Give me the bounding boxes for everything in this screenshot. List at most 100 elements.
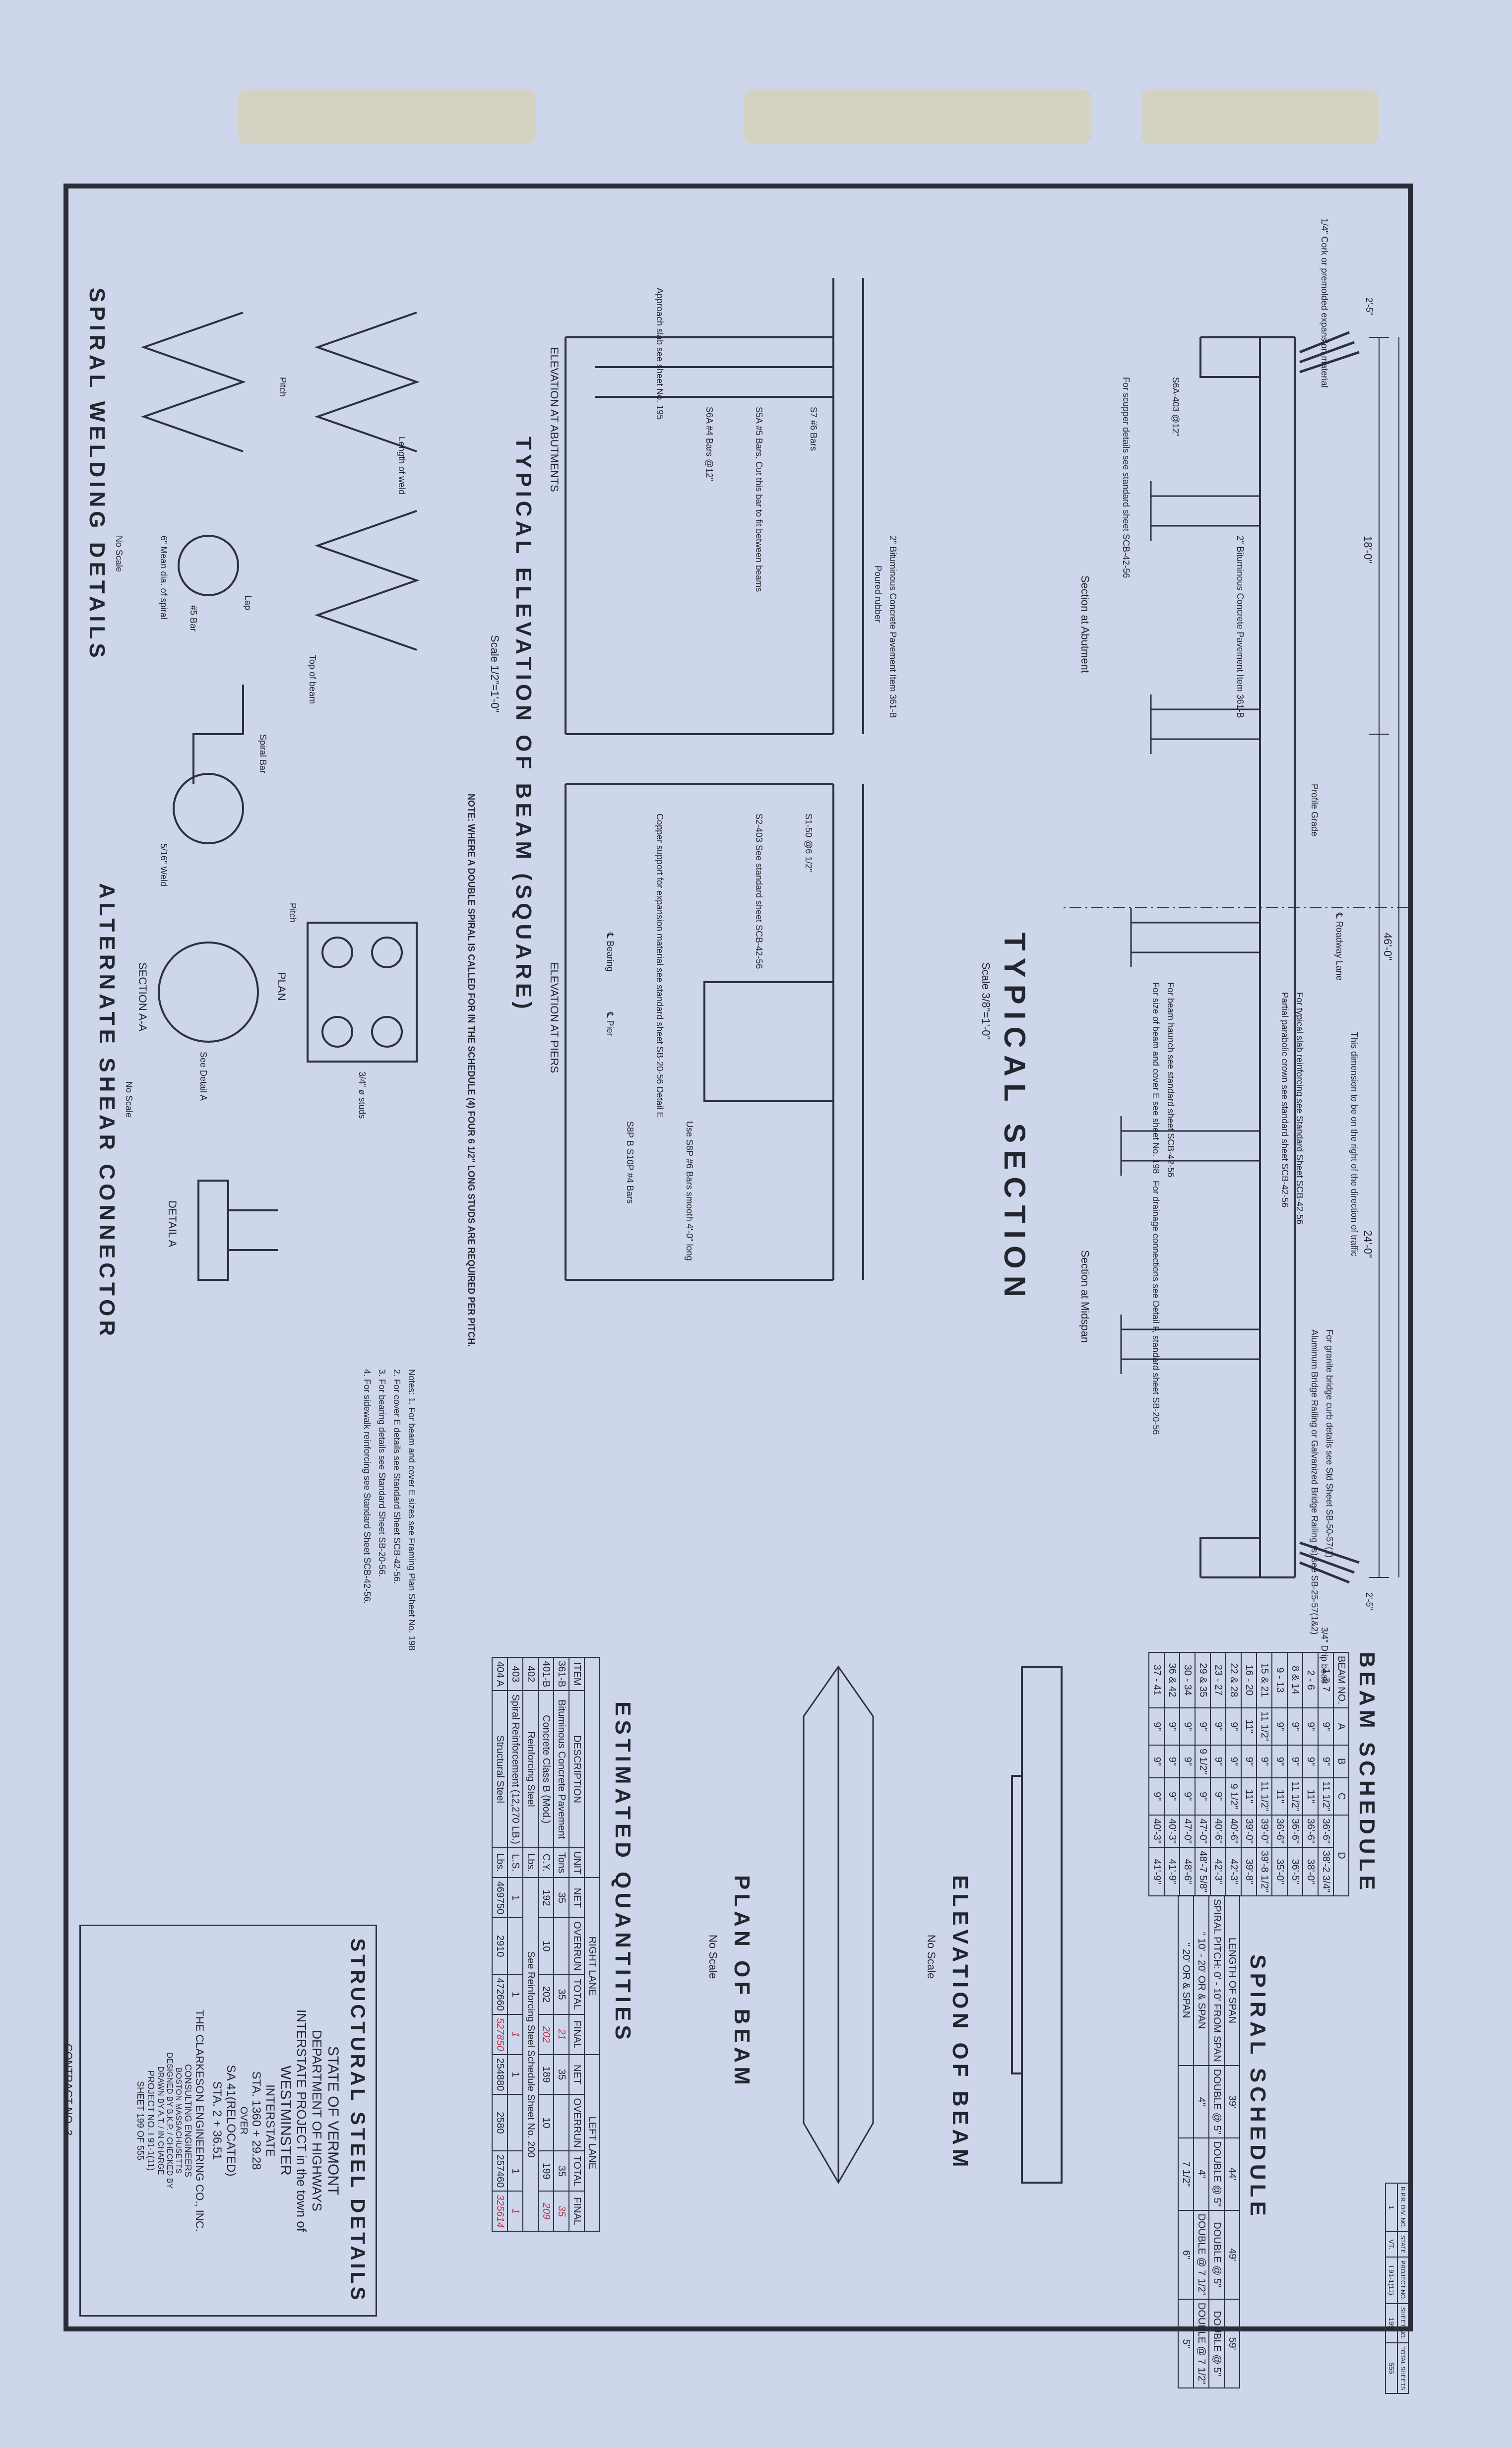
spiral-schedule-header: LENGTH OF SPAN (1224, 1895, 1240, 2066)
cell: 9 1/2" (1195, 1745, 1210, 1778)
cell: 40'-3" (1164, 1815, 1180, 1847)
cell: 11 1/2" (1287, 1777, 1303, 1815)
cell: 35 (554, 2191, 569, 2231)
cell: 9" (1149, 1777, 1164, 1815)
cell: 36'-6" (1303, 1815, 1318, 1847)
beam-schedule-header: BEAM NO. (1333, 1652, 1349, 1708)
cell: 9" (1195, 1707, 1210, 1746)
cell: I 91-1(11) (1386, 2257, 1397, 2304)
title-block-department: DEPARTMENT OF HIGHWAYS (310, 2030, 324, 2211)
spiral-welding-drawing (140, 312, 420, 844)
title-block-sheet: SHEET 199 OF 555 (135, 2081, 145, 2160)
cell: 4" (1194, 2137, 1209, 2210)
elev-abutments-label: ELEVATION AT ABUTMENTS (548, 347, 561, 492)
cell: 401-B (538, 1657, 554, 1691)
cell: 36'-6" (1318, 1815, 1333, 1847)
spiral-welding-title: SPIRAL WELDING DETAILS (85, 288, 109, 662)
cell: 15 & 21 (1257, 1652, 1272, 1708)
cell: 21 (554, 2014, 569, 2055)
section-callout: 2" Bituminous Concrete Pavement Item 361… (1235, 536, 1245, 718)
elevation-callout: ℄ Pier (605, 1012, 615, 1036)
group-header: RIGHT LANE (584, 1878, 600, 2055)
eq-header: FINAL (569, 2191, 584, 2231)
title-block-title: STRUCTURAL STEEL DETAILS (347, 1938, 369, 2303)
section-callout: For scupper details see standard sheet S… (1121, 377, 1131, 578)
cell: 36'-6" (1272, 1815, 1287, 1847)
elevation-callout: S7 #6 Bars (809, 407, 819, 451)
elevation-callout: 2" Bituminous Concrete Pavement Item 361… (888, 536, 898, 718)
cell: 7 1/2" (1178, 2137, 1194, 2210)
cell: DOUBLE @ 5" (1209, 2299, 1224, 2388)
cell: 202 (538, 2014, 554, 2055)
deck-slab (1199, 336, 1296, 1578)
elevation-callout: S2-403 See standard sheet SCB-42-56 (754, 814, 764, 969)
elevation-abutment (565, 278, 864, 735)
cell: 30 - 34 (1180, 1652, 1195, 1708)
roadway-lane-label: ℄ Roadway Lane (1334, 913, 1344, 981)
cell: 9" (1210, 1777, 1226, 1815)
spiral-schedule-header: 39' (1224, 2065, 1240, 2138)
cell: 39'-8 1/2" (1257, 1847, 1272, 1896)
cell: 36'-6" (1287, 1815, 1303, 1847)
title-block-over: OVER (238, 2106, 249, 2135)
section-midspan-label: Section at Midspan (1079, 1250, 1091, 1343)
cell: See Reinforcing Steel Schedule Sheet No.… (523, 1878, 538, 2231)
cell: 199 (538, 2151, 554, 2192)
cell: Structural Steel (492, 1691, 507, 1848)
welding-callout: See Detail A (198, 1052, 208, 1101)
cell: 11" (1272, 1777, 1287, 1815)
cell: 2910 (492, 1918, 507, 1975)
title-block: STRUCTURAL STEEL DETAILS STATE OF VERMON… (79, 1925, 377, 2317)
cell: 199 (1386, 2304, 1397, 2343)
plan-of-beam-scale: No Scale (707, 1935, 719, 1979)
cell: DOUBLE @ 5" (1209, 2210, 1224, 2299)
estimated-quantities-title: ESTIMATED QUANTITIES (611, 1701, 635, 2044)
welding-callout: 3/4" ø studs (357, 1071, 367, 1119)
cell: 9" (1210, 1745, 1226, 1778)
cell (507, 1918, 523, 1975)
cell: 404 A (492, 1657, 507, 1691)
spiral-welding-scale: No Scale (114, 536, 124, 572)
cell: 42'-3" (1210, 1847, 1226, 1896)
general-note: 2. For cover E details see Standard Shee… (392, 1369, 402, 1584)
cell: 11" (1241, 1777, 1257, 1815)
cell: Reinforcing Steel (523, 1691, 538, 1848)
linework (140, 278, 1409, 2184)
cell: 41'-9" (1149, 1847, 1164, 1896)
cell: 47'-0" (1195, 1815, 1210, 1847)
cell: 6" (1178, 2210, 1194, 2299)
cell: 9" (1164, 1707, 1180, 1746)
eq-header: DESCRIPTION (569, 1691, 584, 1848)
spiral-schedule-header: 44' (1224, 2137, 1240, 2210)
cell: 2580 (492, 2094, 507, 2151)
shear-connector-title: ALTERNATE SHEAR CONNECTOR (95, 883, 119, 1340)
spiral-schedule-header: 59' (1224, 2299, 1240, 2388)
railing (1299, 331, 1360, 1584)
cell: 36 & 42 (1164, 1652, 1180, 1708)
title-block-station-from: STA. 1360 + 29.28 (250, 2071, 263, 2170)
plan-label: PLAN (275, 972, 288, 1001)
eq-header: NET (569, 2054, 584, 2095)
cell: 11 1/2" (1257, 1777, 1272, 1815)
tape-mark (1141, 89, 1379, 144)
cell: 202 (538, 1974, 554, 2014)
section-callout: For drainage connections see Detail F, s… (1151, 1181, 1161, 1435)
eq-header: TOTAL (569, 2151, 584, 2192)
tape-mark (744, 89, 1091, 144)
cell: 189 (538, 2054, 554, 2095)
cell: Tons (554, 1847, 569, 1878)
cell: 35 (554, 2151, 569, 2192)
elevation-of-beam-scale: No Scale (925, 1935, 938, 1979)
beam-schedule-header: D (1333, 1815, 1349, 1896)
cell: 9" (1226, 1745, 1241, 1778)
cell: SHEET NO. (1397, 2304, 1408, 2343)
section-aa-label: SECTION A-A (136, 962, 149, 1032)
cell: 42'-3" (1226, 1847, 1241, 1896)
cell: 1 (507, 2014, 523, 2055)
